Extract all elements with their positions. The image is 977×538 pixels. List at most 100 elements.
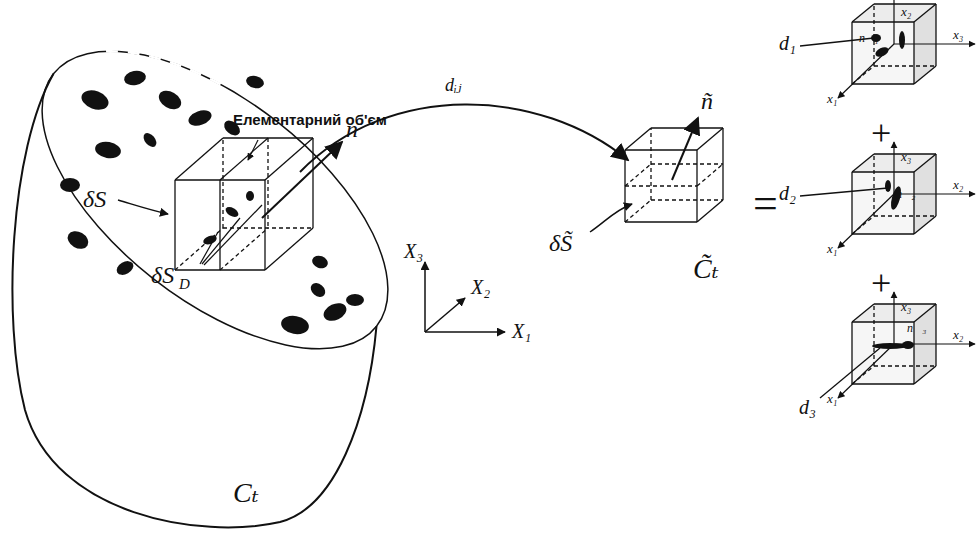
cube-edge bbox=[651, 163, 723, 164]
cube-edge bbox=[914, 4, 936, 22]
cube-edge bbox=[697, 200, 723, 222]
inclusion bbox=[94, 140, 122, 160]
cube-edge bbox=[935, 4, 936, 66]
inclusion bbox=[885, 180, 891, 192]
cube-edge bbox=[267, 138, 268, 228]
axis bbox=[425, 298, 465, 332]
cube-edge bbox=[265, 228, 313, 270]
cube-edge bbox=[820, 348, 880, 398]
cube bbox=[800, 0, 975, 98]
inclusion bbox=[310, 254, 329, 271]
cube-edge bbox=[625, 164, 651, 186]
operator-sign: + bbox=[870, 264, 892, 304]
cube-edge bbox=[625, 221, 697, 222]
cube-edge bbox=[222, 138, 223, 228]
cube-edge bbox=[174, 180, 175, 270]
inclusion bbox=[186, 107, 213, 128]
leader-line bbox=[118, 200, 168, 214]
axis-label: x₁ bbox=[826, 392, 838, 406]
normal-vector bbox=[672, 118, 698, 180]
cubes bbox=[175, 0, 975, 398]
axis bbox=[838, 194, 894, 248]
inclusion bbox=[874, 45, 890, 58]
cube-edge bbox=[873, 304, 874, 366]
cube-edge bbox=[852, 171, 914, 172]
inclusion bbox=[346, 294, 364, 306]
surface-label: δS bbox=[150, 262, 175, 288]
cube-edge bbox=[873, 154, 874, 216]
axis-label: x₂ bbox=[952, 178, 964, 192]
cube-edge bbox=[913, 172, 914, 234]
cube bbox=[175, 138, 313, 270]
cube-edge bbox=[935, 154, 936, 216]
cube-edge bbox=[913, 22, 914, 84]
inclusion-label: d₂ bbox=[778, 182, 797, 204]
leader-line bbox=[202, 218, 240, 264]
vector-label: n⃗₁ bbox=[858, 32, 880, 45]
axis-label: X₃ bbox=[403, 240, 424, 262]
axis bbox=[893, 292, 894, 344]
cube-edge bbox=[265, 138, 313, 180]
inclusion bbox=[64, 228, 91, 253]
body-outline bbox=[12, 74, 376, 528]
axis-label: x₃ bbox=[900, 150, 912, 164]
inclusion-label: d₃ bbox=[798, 396, 817, 418]
body-label: Cₜ bbox=[232, 478, 260, 509]
surface-label: δS bbox=[82, 186, 107, 212]
operator-sign: + bbox=[870, 114, 892, 154]
cube-edge bbox=[874, 65, 936, 66]
cube-edge bbox=[651, 199, 723, 200]
cube-edge bbox=[175, 228, 223, 270]
leader-line bbox=[204, 205, 262, 265]
cube-edge bbox=[219, 180, 220, 270]
cube-edge bbox=[852, 83, 914, 84]
cube bbox=[820, 292, 975, 398]
cube-edge bbox=[625, 149, 697, 150]
inclusion bbox=[60, 178, 80, 192]
inclusion bbox=[280, 314, 311, 337]
leader-line bbox=[590, 204, 632, 232]
leader-line bbox=[248, 140, 258, 160]
axis-label: x₂ bbox=[900, 5, 912, 19]
cube-edge bbox=[175, 138, 223, 180]
inclusion bbox=[899, 31, 905, 49]
cube-edge bbox=[697, 164, 723, 186]
axis bbox=[424, 262, 426, 332]
body-label: C̃ₜ bbox=[692, 254, 720, 285]
cube-edge bbox=[852, 233, 914, 234]
axis bbox=[893, 0, 894, 44]
cube bbox=[800, 142, 975, 248]
cube-edge bbox=[852, 383, 914, 384]
cube-edge bbox=[914, 66, 936, 84]
section-ellipse bbox=[0, 0, 438, 405]
cube-edge bbox=[914, 154, 936, 172]
inclusion-label: d₁ bbox=[778, 32, 797, 54]
cube-edge bbox=[851, 22, 852, 84]
axis-label: x₁ bbox=[826, 92, 838, 106]
axis-label: x₃ bbox=[900, 300, 912, 314]
cube-edge bbox=[874, 365, 936, 366]
cube-edge bbox=[312, 138, 313, 228]
axis-label: X₁ bbox=[511, 320, 532, 342]
inclusion bbox=[224, 205, 240, 219]
cube-edge bbox=[264, 180, 265, 270]
inclusion bbox=[141, 131, 159, 150]
cube-edge bbox=[851, 322, 852, 384]
inclusion bbox=[902, 341, 914, 349]
vector-label: n⃗₂ bbox=[895, 188, 917, 201]
surface-label: δS̃ bbox=[548, 230, 573, 256]
axis bbox=[425, 331, 505, 333]
cube-edge bbox=[874, 215, 936, 216]
cube-edge bbox=[852, 21, 914, 22]
axis bbox=[838, 344, 894, 398]
inclusions bbox=[60, 69, 364, 336]
inclusion bbox=[123, 69, 147, 87]
cube-edge bbox=[625, 185, 697, 186]
subscript-label: D bbox=[178, 276, 191, 293]
inclusion bbox=[308, 280, 328, 299]
inclusion bbox=[114, 258, 136, 277]
cube-edge bbox=[800, 188, 888, 196]
cube-edge bbox=[852, 304, 874, 322]
cube-edge bbox=[914, 216, 936, 234]
